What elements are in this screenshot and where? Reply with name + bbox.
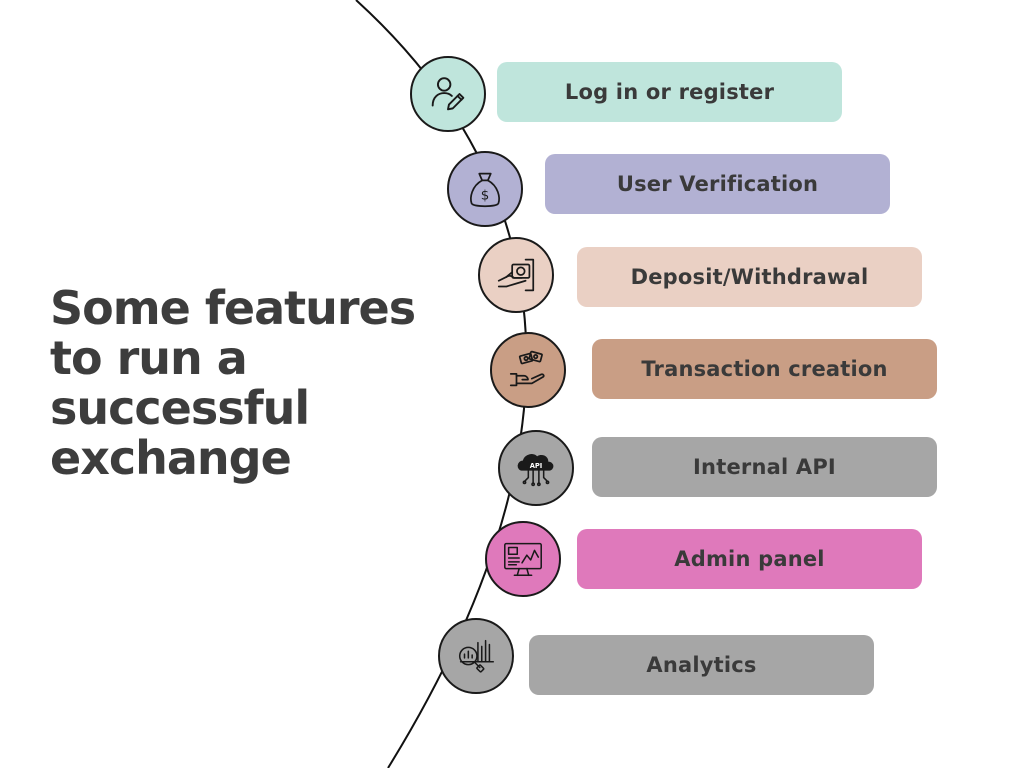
step-label-transaction: Transaction creation: [641, 357, 888, 381]
step-label-admin: Admin panel: [674, 547, 825, 571]
cash-atm-icon: [497, 258, 535, 292]
user-edit-icon: [431, 77, 465, 111]
title-line-2: to run a: [50, 331, 248, 385]
step-node-verification: $: [447, 151, 523, 227]
step-pill-analytics: Analytics: [529, 635, 874, 695]
step-pill-deposit: Deposit/Withdrawal: [577, 247, 922, 307]
title-line-3: successful: [50, 381, 310, 435]
step-pill-login: Log in or register: [497, 62, 842, 122]
title-line-4: exchange: [50, 431, 292, 485]
svg-text:$: $: [481, 189, 490, 204]
step-label-deposit: Deposit/Withdrawal: [630, 265, 869, 289]
hand-money-icon: [509, 350, 545, 387]
analytics-magnifier-icon: [458, 639, 495, 673]
step-node-deposit: [478, 237, 554, 313]
monitor-dashboard-icon: [504, 542, 542, 577]
money-bag-icon: $: [470, 172, 500, 208]
page-title: Some features to run a successful exchan…: [50, 283, 470, 483]
step-label-login: Log in or register: [564, 80, 775, 104]
step-label-verification: User Verification: [616, 172, 819, 196]
title-line-1: Some features: [50, 281, 416, 335]
step-label-api: Internal API: [693, 455, 836, 479]
step-pill-transaction: Transaction creation: [592, 339, 937, 399]
step-node-api: API: [498, 430, 574, 506]
svg-text:API: API: [530, 462, 543, 470]
step-pill-verification: User Verification: [545, 154, 890, 214]
step-node-transaction: [490, 332, 566, 408]
step-node-admin: [485, 521, 561, 597]
step-pill-api: Internal API: [592, 437, 937, 497]
api-cloud-icon: API: [517, 454, 554, 487]
step-node-analytics: [438, 618, 514, 694]
step-node-login: [410, 56, 486, 132]
step-pill-admin: Admin panel: [577, 529, 922, 589]
step-label-analytics: Analytics: [646, 653, 757, 677]
